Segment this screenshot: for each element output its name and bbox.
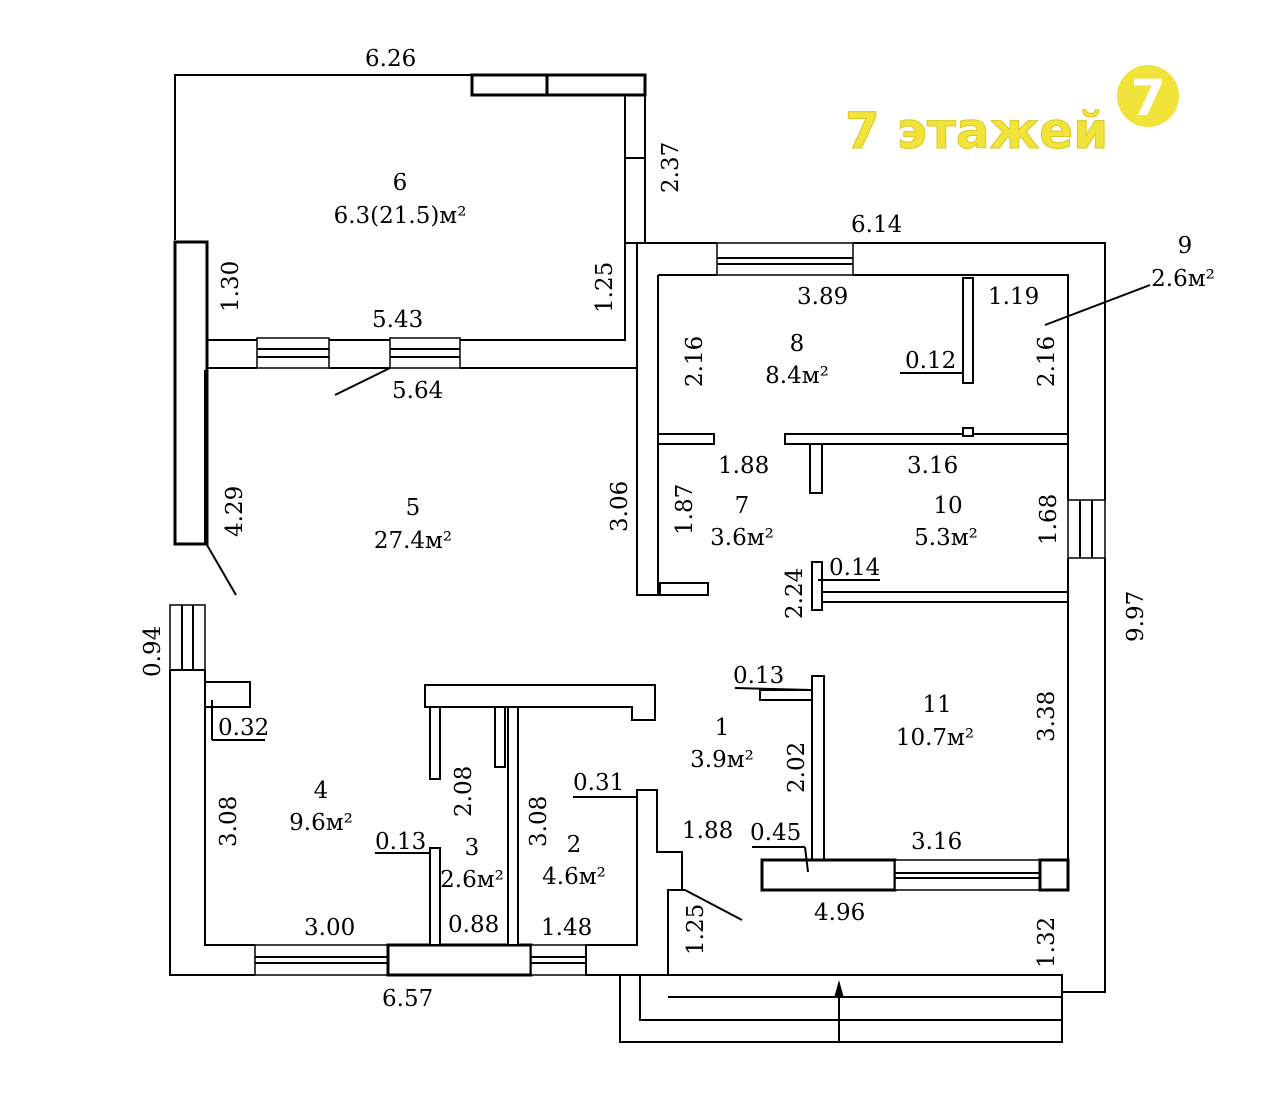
dim-label: 2.24 xyxy=(782,568,808,619)
room-1-area: 3.9м² xyxy=(690,747,754,773)
dim-label: 2.16 xyxy=(682,336,708,387)
dim-label: 0.45 xyxy=(750,820,801,846)
dim-label: 5.43 xyxy=(372,307,423,333)
dim-label: 3.06 xyxy=(607,481,633,532)
room-1-number: 1 xyxy=(715,715,730,741)
room-11-area: 10.7м² xyxy=(896,725,974,751)
dim-label: 0.13 xyxy=(375,829,426,855)
room-6-openings xyxy=(256,337,461,369)
brand-logo-digit: 7 xyxy=(1131,69,1166,127)
dim-label: 0.94 xyxy=(140,626,166,677)
dim-label: 3.00 xyxy=(304,915,355,941)
brand-logo-icon xyxy=(1117,65,1179,127)
dim-label: 0.88 xyxy=(448,912,499,938)
room-4-number: 4 xyxy=(314,778,329,804)
dim-label: 2.08 xyxy=(451,766,477,817)
room-2-area: 4.6м² xyxy=(542,864,606,890)
dim-label: 4.96 xyxy=(814,900,865,926)
dim-label: 0.14 xyxy=(829,555,880,581)
right-block-walls xyxy=(625,242,1106,993)
dimension-labels: 6.26 2.37 6.14 1.30 1.25 5.43 5.64 3.89 … xyxy=(140,46,1149,1012)
leader-lines xyxy=(211,284,1151,873)
room-8-number: 8 xyxy=(790,331,805,357)
dim-label: 3.16 xyxy=(907,453,958,479)
brand-text: 7 этажей xyxy=(845,102,1108,160)
room-4-area: 9.6м² xyxy=(289,810,353,836)
dim-label: 1.88 xyxy=(718,453,769,479)
dim-label: 6.14 xyxy=(851,212,902,238)
dim-label: 6.26 xyxy=(365,46,416,72)
room-labels: 6 6.3(21.5)м² 5 27.4м² 8 8.4м² 9 2.6м² 7… xyxy=(289,170,1215,893)
room-11-number: 11 xyxy=(922,692,951,718)
dim-label: 3.08 xyxy=(216,796,242,847)
dim-label: 9.97 xyxy=(1123,591,1149,642)
room-9-number: 9 xyxy=(1178,233,1193,259)
dim-label: 1.25 xyxy=(592,262,618,313)
dim-label: 1.88 xyxy=(682,818,733,844)
brand-watermark: 7 этажей 7 xyxy=(845,65,1179,161)
dim-label: 1.19 xyxy=(988,284,1039,310)
dim-label: 6.57 xyxy=(382,986,433,1012)
room-10-number: 10 xyxy=(933,493,962,519)
room-5-number: 5 xyxy=(406,495,421,521)
dim-label: 5.64 xyxy=(392,378,443,404)
dim-label: 0.13 xyxy=(733,663,784,689)
room-2-number: 2 xyxy=(567,832,582,858)
dim-label: 1.87 xyxy=(672,484,698,535)
room-7-number: 7 xyxy=(735,493,750,519)
room-8-area: 8.4м² xyxy=(765,363,829,389)
dim-label: 1.32 xyxy=(1034,917,1060,968)
dim-label: 3.16 xyxy=(911,829,962,855)
dim-label: 2.37 xyxy=(658,142,684,193)
room-10-area: 5.3м² xyxy=(914,525,978,551)
room-7-area: 3.6м² xyxy=(710,525,774,551)
dim-label: 1.68 xyxy=(1036,494,1062,545)
dim-label: 1.30 xyxy=(218,261,244,312)
dim-label: 0.12 xyxy=(905,348,956,374)
room-5-walls xyxy=(173,240,660,596)
dim-label: 1.25 xyxy=(683,904,709,955)
dim-label: 1.48 xyxy=(541,915,592,941)
room-6-area: 6.3(21.5)м² xyxy=(334,203,467,229)
dim-label: 4.29 xyxy=(222,486,248,537)
dim-label: 2.02 xyxy=(784,742,810,793)
dim-label: 0.32 xyxy=(218,715,269,741)
room-6-number: 6 xyxy=(393,170,408,196)
dim-label: 0.31 xyxy=(573,770,624,796)
dim-label: 3.08 xyxy=(526,796,552,847)
room-3-number: 3 xyxy=(465,835,480,861)
room-5-area: 27.4м² xyxy=(374,528,452,554)
dim-label: 2.16 xyxy=(1034,336,1060,387)
dim-label: 3.89 xyxy=(797,284,848,310)
room-9-area: 2.6м² xyxy=(1151,266,1215,292)
room-3-area: 2.6м² xyxy=(440,867,504,893)
dim-label: 3.38 xyxy=(1034,691,1060,742)
